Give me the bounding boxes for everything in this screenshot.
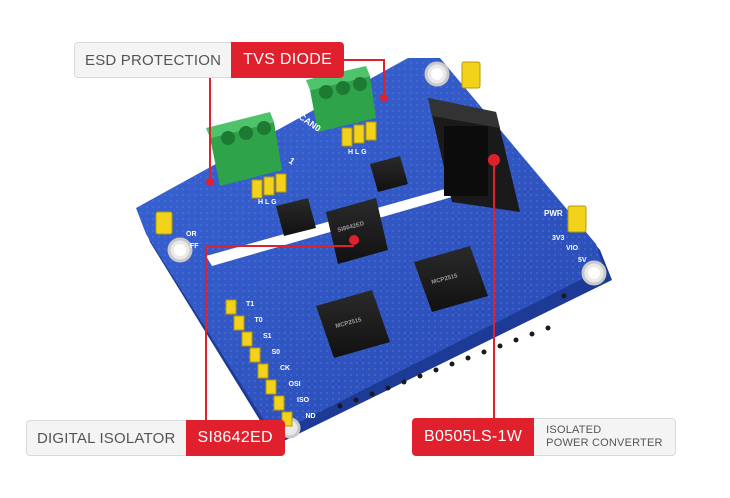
- terminal-block-can1: [206, 112, 282, 186]
- callout-isolator-part: SI8642ED: [185, 420, 285, 456]
- silk-pin-label: T0: [255, 317, 263, 324]
- callout-power-label-line2: POWER CONVERTER: [546, 437, 663, 449]
- silk-5v: 5V: [578, 257, 587, 264]
- silk-pin-label: CK: [280, 365, 290, 372]
- silk-pins-can1: H L G: [258, 199, 277, 206]
- silk-3v3: 3V3: [552, 235, 565, 242]
- callout-power-label-line1: ISOLATED: [546, 424, 602, 436]
- silk-pwr: PWR: [544, 209, 563, 218]
- silk-pin-label: T1: [246, 301, 254, 308]
- gpio-pin-header: [225, 299, 293, 427]
- callout-power-part: B0505LS-1W: [412, 418, 535, 456]
- silk-pin-label: ISO: [297, 397, 310, 404]
- chip-small-left: [276, 198, 316, 236]
- chip-small-top: [370, 156, 408, 192]
- silk-pin-label: S0: [272, 349, 281, 356]
- callout-esd-protection: ESD PROTECTION TVS DIODE: [74, 42, 345, 78]
- gpio-holes: [337, 293, 567, 409]
- silk-pins-can0: H L G: [348, 149, 367, 156]
- chip-can-right: [414, 246, 488, 312]
- leader-dots: [206, 94, 500, 245]
- silk-can1: 1: [287, 155, 297, 166]
- silk-pin-label: 5V: [314, 429, 323, 436]
- silk-pin-label: S1: [263, 333, 272, 340]
- terminal-block-can0: [306, 66, 376, 132]
- silk-pin-label: OSI: [289, 381, 301, 388]
- black-header-connector: [428, 98, 520, 212]
- callout-digital-isolator: DIGITAL ISOLATOR SI8642ED: [26, 420, 285, 456]
- callout-isolated-power: B0505LS-1W ISOLATED POWER CONVERTER: [412, 418, 676, 456]
- silk-vio: VIO: [566, 245, 579, 252]
- terminal-pin-headers: [251, 121, 377, 199]
- callout-isolator-label: DIGITAL ISOLATOR: [26, 420, 186, 456]
- jumper-top: [461, 61, 481, 89]
- callout-esd-label: ESD PROTECTION: [74, 42, 232, 78]
- silk-left-or: OR: [186, 231, 197, 238]
- chip-can-left: [316, 290, 390, 358]
- silk-pin-label: ND: [306, 413, 316, 420]
- jumper-left: [155, 211, 173, 235]
- silk-left-ff: FF: [190, 243, 199, 250]
- callout-power-label: ISOLATED POWER CONVERTER: [534, 418, 676, 456]
- chip-isolator: [326, 198, 388, 264]
- jumper-pwr: [567, 205, 587, 233]
- callout-esd-part: TVS DIODE: [231, 42, 345, 78]
